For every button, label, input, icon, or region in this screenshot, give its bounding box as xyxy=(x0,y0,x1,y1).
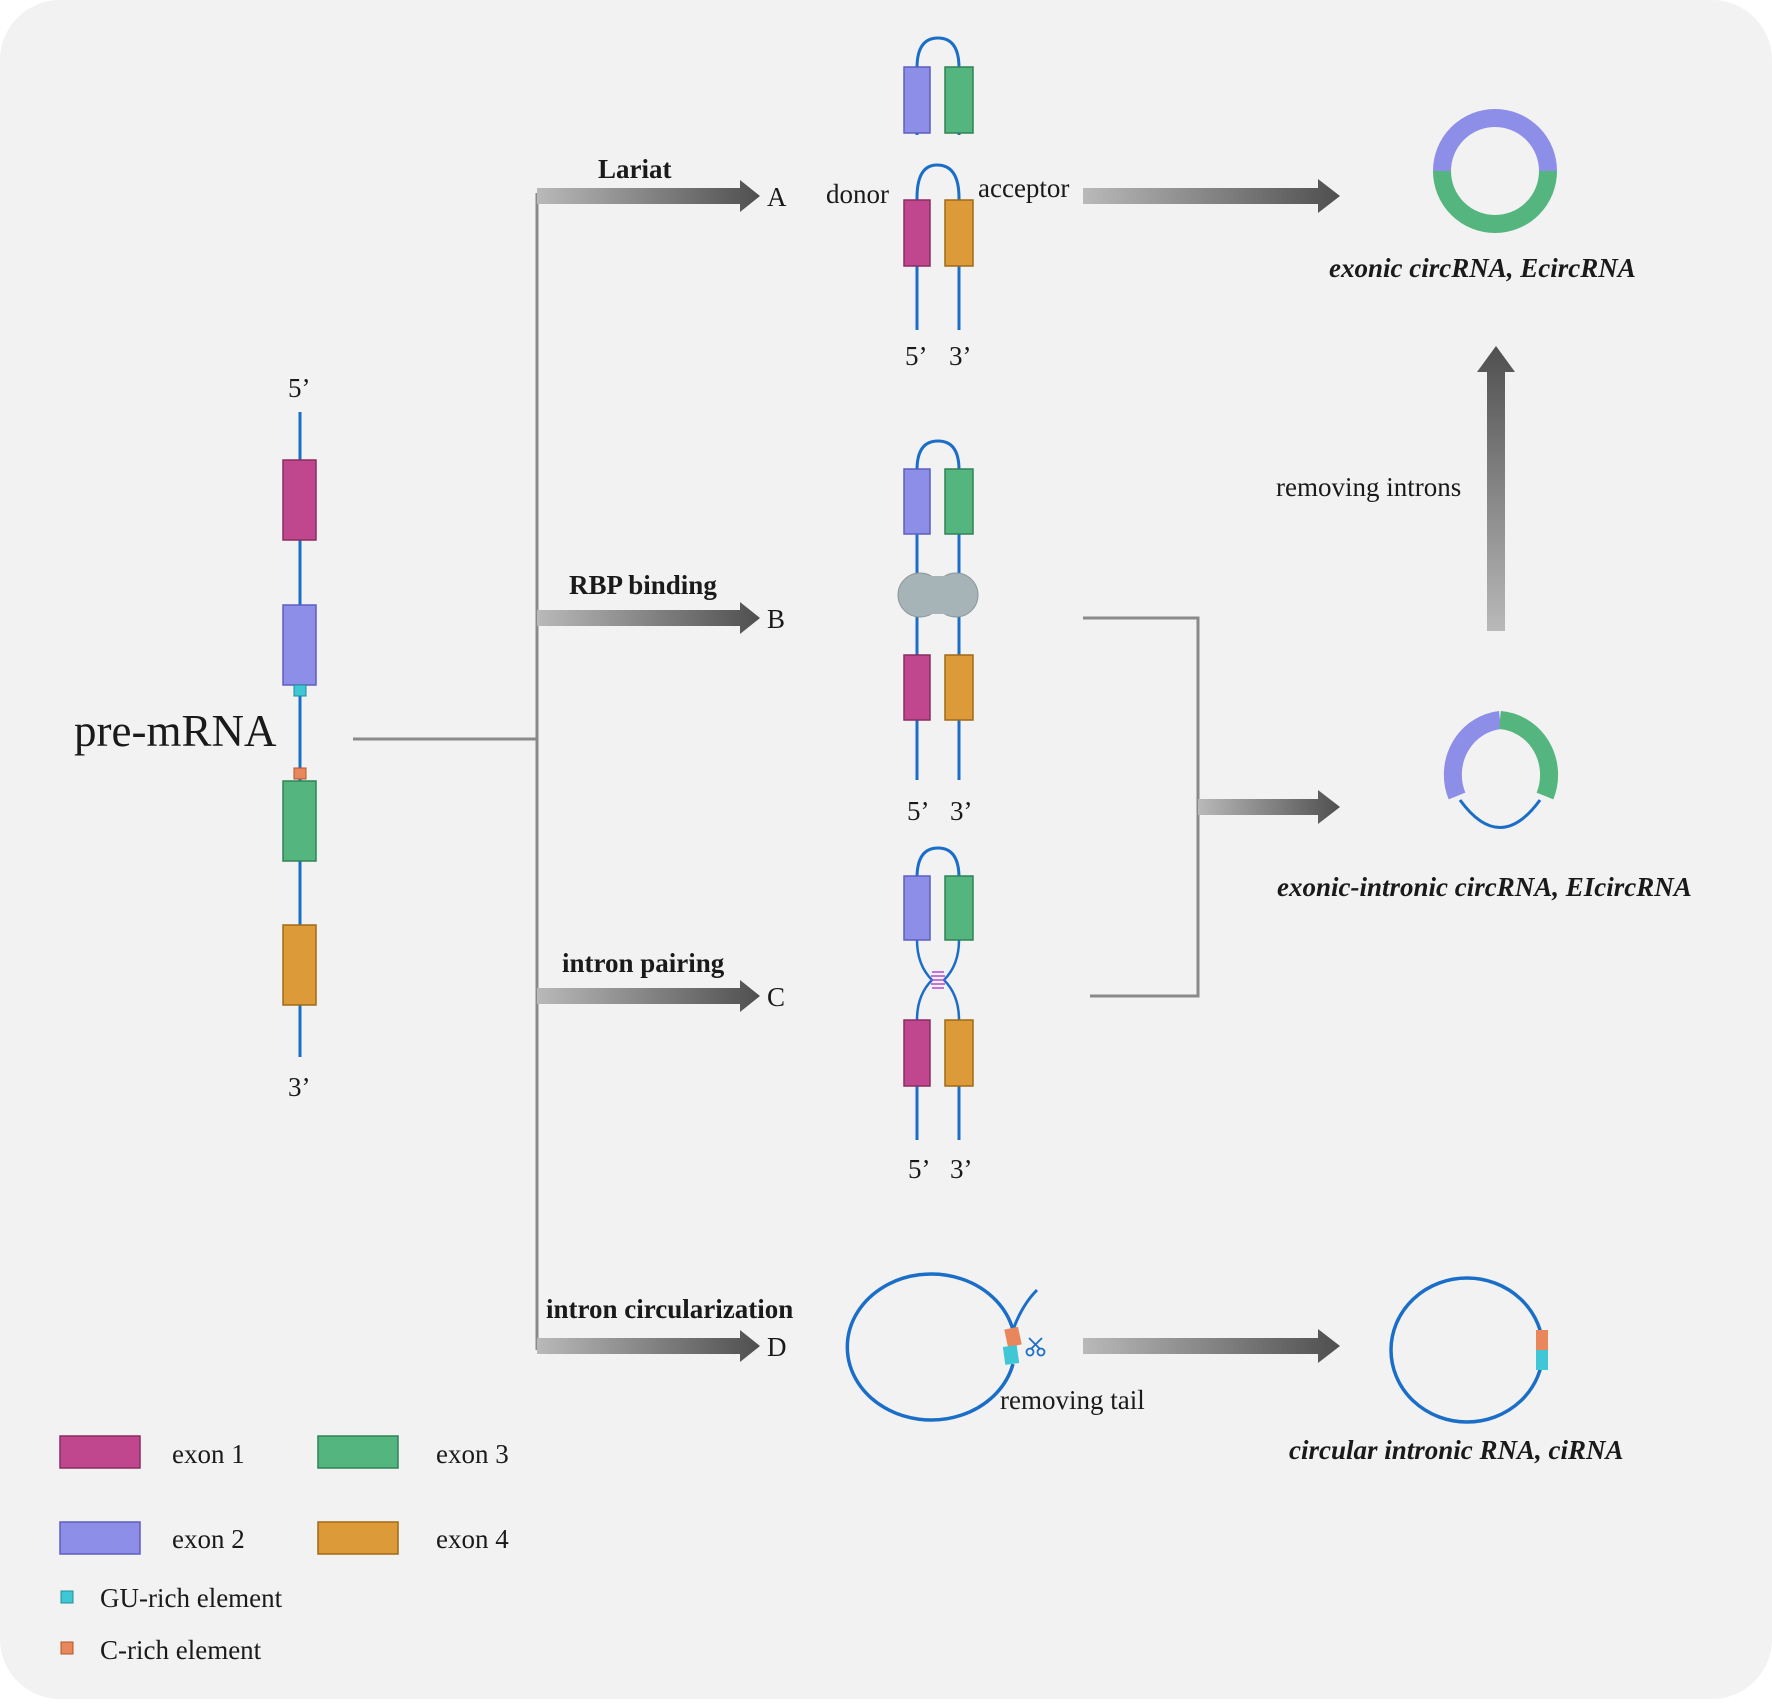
pre-mrna-exon-1 xyxy=(282,459,317,541)
lariat-structure: donor acceptor 5’ 3’ xyxy=(826,36,1069,371)
rbp-exon-3 xyxy=(944,468,974,535)
pre-mrna: 5’ 3’ pre-mRNA xyxy=(74,373,317,1102)
lariat-five-prime: 5’ xyxy=(905,341,928,371)
pathway-a-name: Lariat xyxy=(598,154,672,184)
cirna-label: circular intronic RNA, ciRNA xyxy=(1289,1435,1624,1465)
legend-swatch-c-rich xyxy=(60,1641,74,1655)
lariat-exon-1 xyxy=(903,199,931,267)
arrow-to-d xyxy=(537,1330,760,1362)
legend-swatch-exon-4 xyxy=(317,1521,399,1555)
pre-mrna-exon-4 xyxy=(282,924,317,1006)
arrow-d-to-cirna xyxy=(1083,1329,1340,1363)
branch-arrows xyxy=(537,180,760,1362)
pathway-d-name: intron circularization xyxy=(546,1294,793,1324)
removing-tail-label: removing tail xyxy=(1000,1385,1145,1415)
tail-c-rich xyxy=(1004,1326,1022,1348)
pathway-b-name: RBP binding xyxy=(569,570,717,600)
rbp-protein-body xyxy=(920,576,956,614)
lariat-three-prime: 3’ xyxy=(949,341,972,371)
base-pairing xyxy=(931,971,945,989)
arrow-to-a xyxy=(537,180,760,212)
arrow-eicircrna-to-ecircrna xyxy=(1477,346,1515,631)
pairing-five-prime: 5’ xyxy=(908,1154,931,1184)
legend-exon-1: exon 1 xyxy=(172,1439,245,1469)
eicircrna-label: exonic-intronic circRNA, EIcircRNA xyxy=(1277,872,1692,902)
cirna-gu-rich xyxy=(1536,1350,1548,1370)
legend-swatch-exon-3 xyxy=(317,1435,399,1469)
rbp-five-prime: 5’ xyxy=(907,796,930,826)
lariat-exon-2 xyxy=(903,66,931,134)
pre-mrna-five-prime: 5’ xyxy=(288,373,311,403)
legend: exon 1 exon 3 exon 2 exon 4 GU-rich elem… xyxy=(59,1435,509,1665)
pre-mrna-label: pre-mRNA xyxy=(74,706,277,756)
cirna-ring xyxy=(1389,1276,1548,1424)
branch-connector xyxy=(353,193,539,1350)
gu-rich-element xyxy=(293,684,307,697)
tail-gu-rich xyxy=(1002,1345,1020,1365)
rbp-exon-1 xyxy=(903,654,931,721)
arrow-to-eicircrna xyxy=(1198,790,1340,824)
rbp-three-prime: 3’ xyxy=(950,796,973,826)
legend-exon-4: exon 4 xyxy=(436,1524,509,1554)
pre-mrna-three-prime: 3’ xyxy=(288,1072,311,1102)
pre-mrna-exon-2 xyxy=(282,604,317,686)
pathway-c-letter: C xyxy=(767,982,785,1012)
legend-exon-2: exon 2 xyxy=(172,1524,245,1554)
donor-label: donor xyxy=(826,179,889,209)
lariat-exon-4 xyxy=(944,199,974,267)
pathway-c-name: intron pairing xyxy=(562,948,725,978)
pairing-exon-3 xyxy=(944,875,974,941)
intron-pairing-structure: 5’ 3’ xyxy=(903,846,974,1184)
pairing-exon-2 xyxy=(903,875,931,941)
scissors-icon xyxy=(1025,1337,1046,1357)
cirna-c-rich xyxy=(1536,1330,1548,1350)
pairing-three-prime: 3’ xyxy=(950,1154,973,1184)
legend-swatch-exon-1 xyxy=(59,1435,141,1469)
eicircrna-ring xyxy=(1443,711,1559,829)
intron-circularization-structure: removing tail xyxy=(845,1272,1145,1422)
removing-introns-label: removing introns xyxy=(1276,472,1461,502)
pathway-a-letter: A xyxy=(767,182,787,212)
pairing-exon-1 xyxy=(903,1019,931,1087)
legend-c-rich: C-rich element xyxy=(100,1635,262,1665)
arrow-a-to-ecircrna xyxy=(1083,179,1340,213)
rbp-exon-4 xyxy=(944,654,974,721)
legend-swatch-gu-rich xyxy=(60,1590,74,1604)
ecircrna-ring xyxy=(1433,109,1557,233)
pre-mrna-exon-3 xyxy=(282,780,317,862)
legend-swatch-exon-2 xyxy=(59,1521,141,1555)
arrow-to-c xyxy=(537,980,760,1012)
lariat-exon-3 xyxy=(944,66,974,134)
pairing-exon-4 xyxy=(944,1019,974,1087)
pathway-b-letter: B xyxy=(767,604,785,634)
acceptor-label: acceptor xyxy=(978,173,1069,203)
c-rich-element xyxy=(293,767,307,780)
pathway-d-letter: D xyxy=(767,1332,787,1362)
rbp-binding-structure: 5’ 3’ xyxy=(897,439,979,826)
ecircrna-label: exonic circRNA, EcircRNA xyxy=(1329,253,1636,283)
rbp-exon-2 xyxy=(903,468,931,535)
legend-gu-rich: GU-rich element xyxy=(100,1583,283,1613)
arrow-to-b xyxy=(537,602,760,634)
legend-exon-3: exon 3 xyxy=(436,1439,509,1469)
